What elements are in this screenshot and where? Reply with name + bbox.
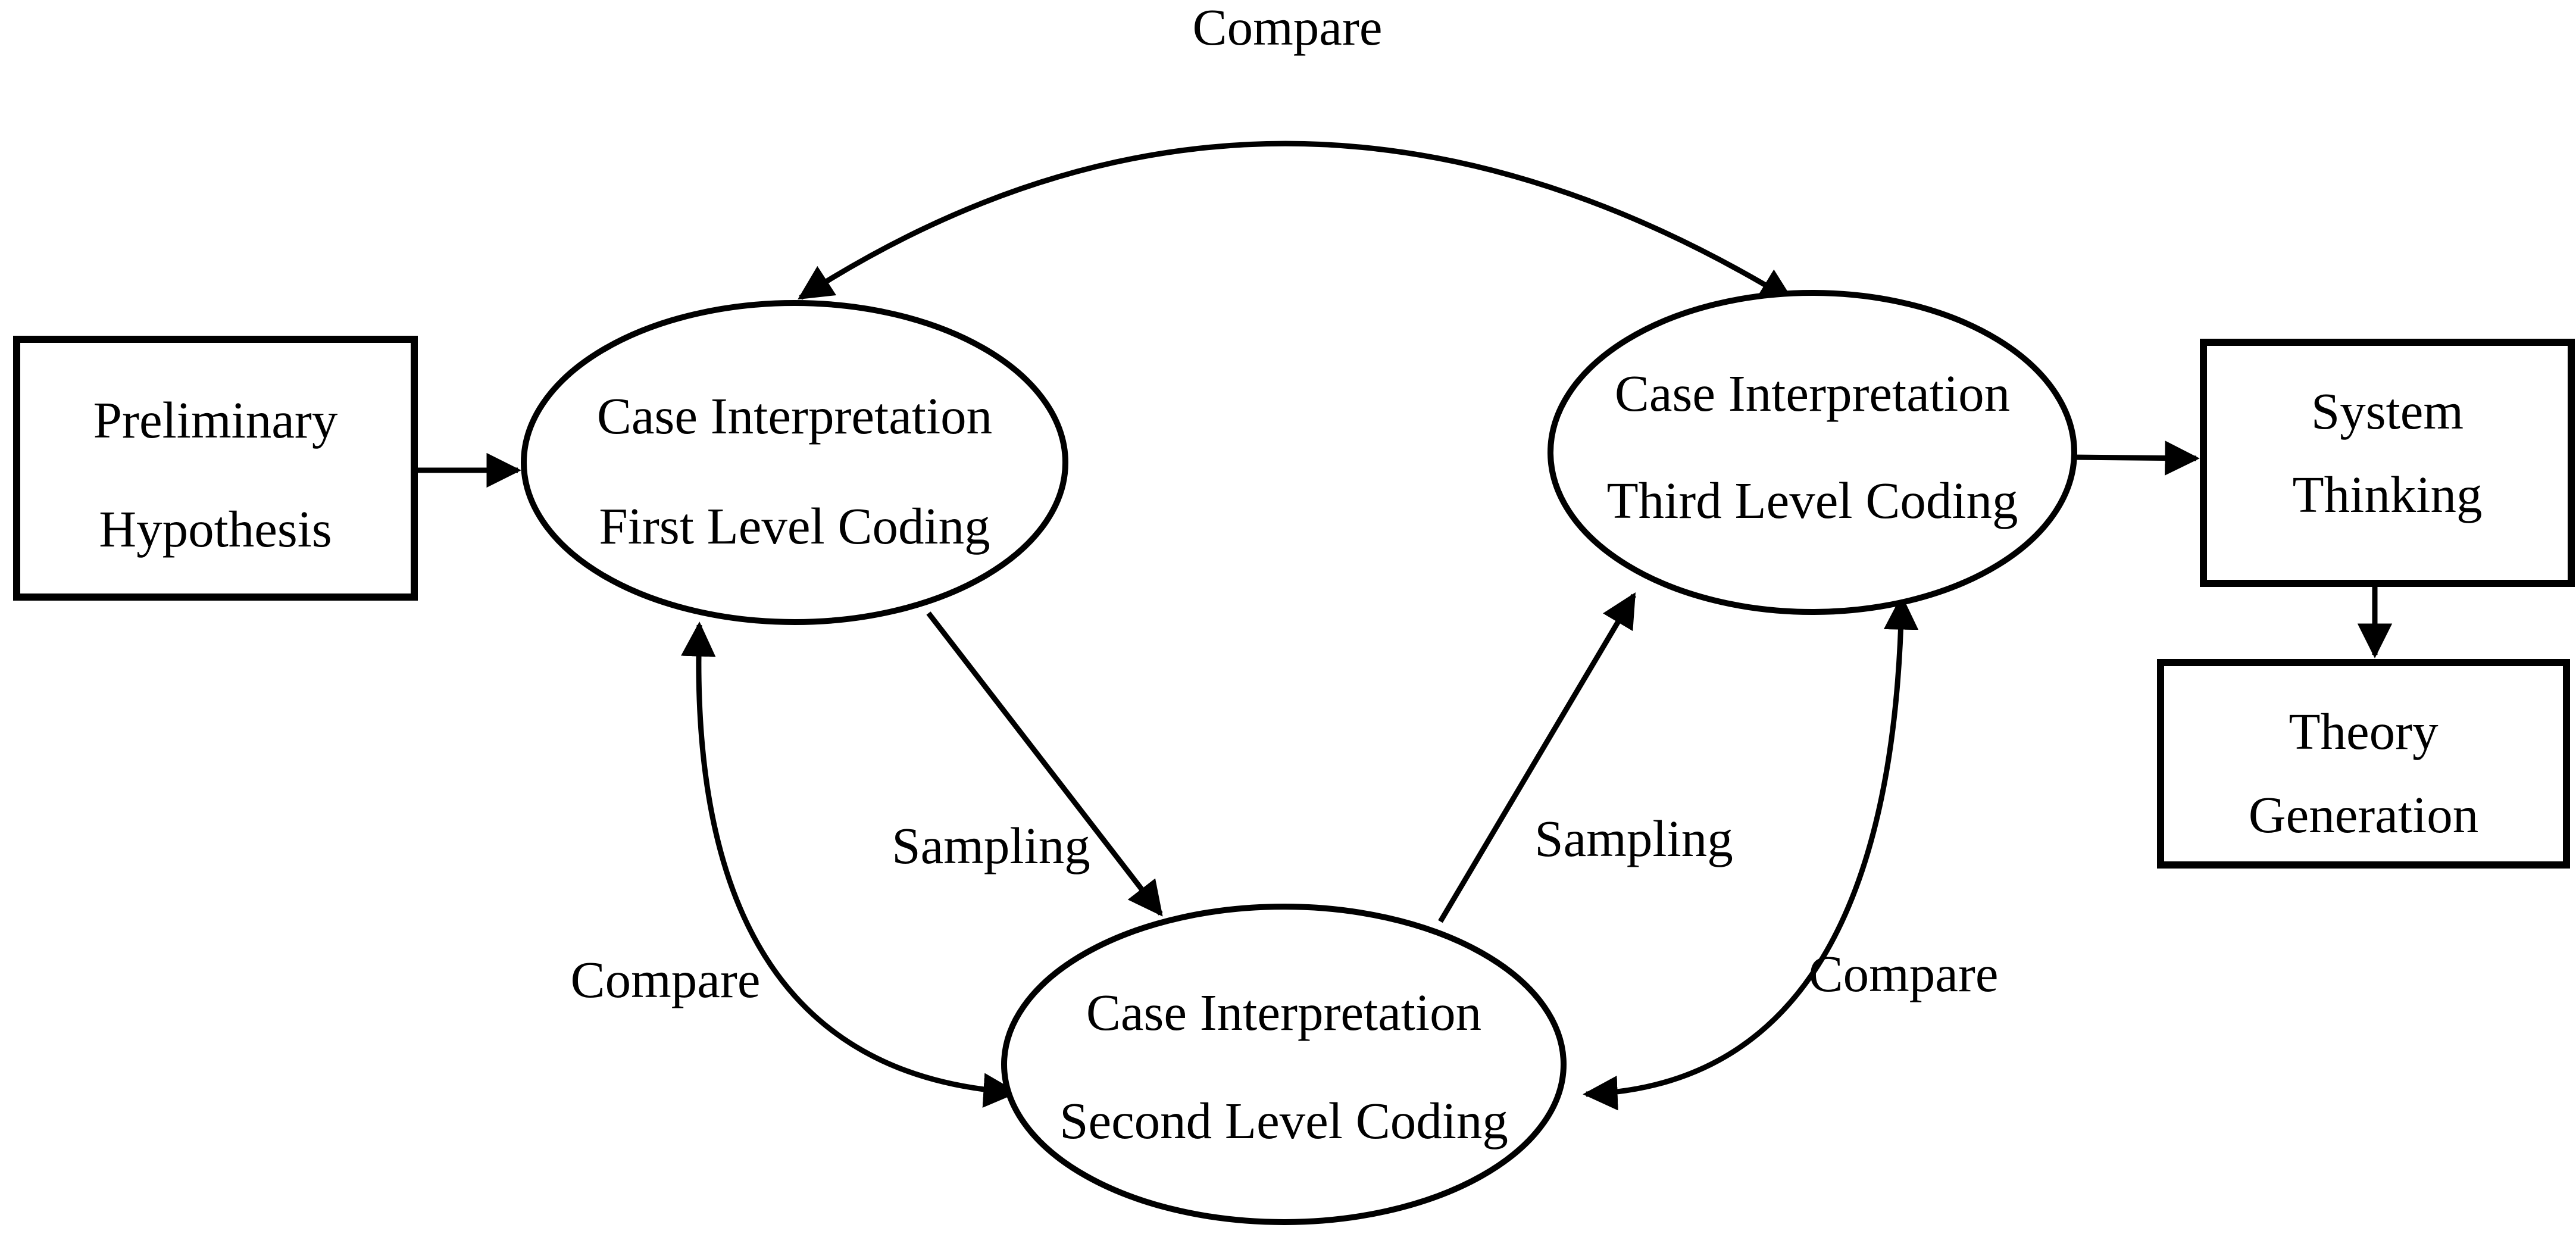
compare-left-label: Compare xyxy=(571,951,761,1008)
third-to-system-arrow xyxy=(2069,441,2200,476)
preliminary-hypothesis-line2: Hypothesis xyxy=(99,500,332,558)
theory-generation-line2: Generation xyxy=(2249,786,2479,844)
edges xyxy=(418,140,2393,1111)
first-level-coding-ellipse: Case Interpretation First Level Coding xyxy=(521,300,1068,625)
first-level-coding-line2: First Level Coding xyxy=(599,497,990,555)
third-level-coding-line1: Case Interpretation xyxy=(1615,364,2010,422)
first-level-coding-line1: Case Interpretation xyxy=(597,387,992,445)
system-thinking-box: System Thinking xyxy=(2200,339,2575,587)
preliminary-hypothesis-line1: Preliminary xyxy=(93,391,338,449)
second-level-coding-line2: Second Level Coding xyxy=(1059,1092,1508,1149)
second-level-coding-line1: Case Interpretation xyxy=(1086,983,1481,1041)
second-level-coding-ellipse: Case Interpretation Second Level Coding xyxy=(1001,904,1567,1225)
system-thinking-line2: Thinking xyxy=(2293,466,2483,523)
compare-top-label: Compare xyxy=(1193,0,1383,56)
compare-right-arrow xyxy=(1583,595,1919,1111)
compare-left-arrow xyxy=(681,621,1018,1108)
system-thinking-line1: System xyxy=(2311,382,2464,440)
compare-right-label: Compare xyxy=(1809,945,1999,1002)
theory-generation-box: Theory Generation xyxy=(2157,659,2570,869)
third-level-coding-line2: Third Level Coding xyxy=(1606,471,2018,529)
preliminary-hypothesis-box: Preliminary Hypothesis xyxy=(13,336,418,601)
sampling-right-label: Sampling xyxy=(1534,810,1733,867)
sampling-left-label: Sampling xyxy=(892,817,1090,874)
compare-top-arrow xyxy=(798,140,1795,303)
sampling-second-to-third-arrow xyxy=(1438,592,1636,923)
third-level-coding-ellipse: Case Interpretation Third Level Coding xyxy=(1548,290,2077,615)
theory-generation-line1: Theory xyxy=(2289,702,2439,760)
